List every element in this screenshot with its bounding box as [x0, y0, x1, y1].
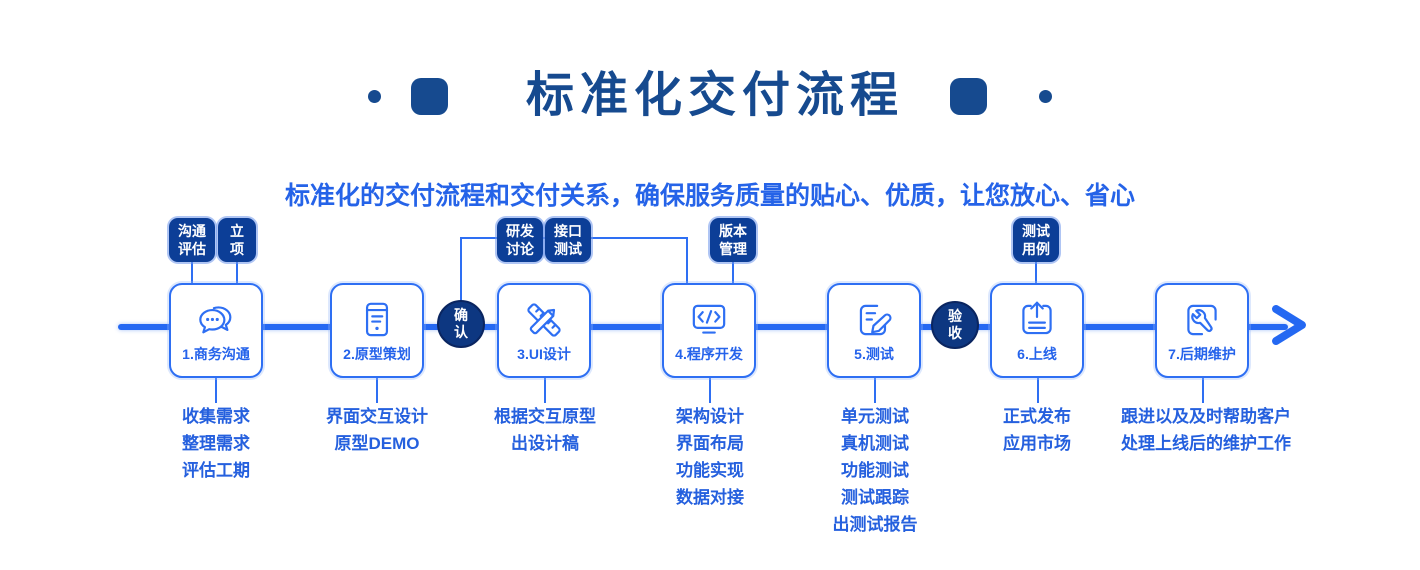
detail-line: 原型DEMO [334, 434, 420, 453]
tag-communication-evaluation: 沟通评估 [169, 218, 215, 262]
step-details-7: 跟进以及及时帮助客户 处理上线后的维护工作 [1121, 403, 1291, 457]
prototype-icon [354, 297, 400, 343]
step-box-launch: 6.上线 [990, 283, 1084, 378]
detail-line: 收集需求 [182, 407, 250, 426]
detail-line: 跟进以及及时帮助客户 [1121, 407, 1291, 426]
tag-project-initiation: 立项 [218, 218, 256, 262]
launch-icon [1014, 297, 1060, 343]
tag-interface-testing: 接口测试 [545, 218, 591, 262]
detail-line: 整理需求 [182, 434, 250, 453]
tag-rd-discussion: 研发讨论 [497, 218, 543, 262]
tag-test-cases: 测试用例 [1013, 218, 1059, 262]
step-label: 2.原型策划 [343, 346, 411, 362]
step-label: 6.上线 [1017, 346, 1057, 362]
design-icon [521, 297, 567, 343]
detail-line: 界面布局 [676, 434, 744, 453]
detail-stem [1202, 378, 1204, 403]
step-label: 7.后期维护 [1168, 346, 1236, 362]
maintenance-icon [1179, 297, 1225, 343]
detail-line: 测试跟踪 [841, 488, 909, 507]
detail-line: 功能测试 [841, 461, 909, 480]
detail-line: 评估工期 [182, 461, 250, 480]
detail-line: 应用市场 [1003, 434, 1071, 453]
deco-dot-right-icon [1039, 89, 1052, 103]
connector-line [460, 238, 462, 301]
tag-version-management: 版本管理 [710, 218, 756, 262]
detail-line: 出设计稿 [511, 434, 579, 453]
page-title: 标准化交付流程 [525, 69, 904, 122]
header: 标准化交付流程 [0, 72, 1420, 120]
arrow-right-icon [1272, 305, 1306, 345]
deco-dot-left-icon [367, 89, 381, 103]
detail-line: 根据交互原型 [494, 407, 596, 426]
step-box-program-development: 4.程序开发 [662, 283, 756, 378]
detail-stem [1037, 378, 1039, 403]
step-box-testing: 5.测试 [827, 283, 921, 378]
detail-line: 数据对接 [676, 488, 744, 507]
step-box-maintenance: 7.后期维护 [1155, 283, 1249, 378]
tag-stem [1035, 262, 1037, 283]
detail-stem [709, 378, 711, 403]
step-box-business-communication: 1.商务沟通 [169, 283, 263, 378]
detail-stem [215, 378, 217, 403]
step-details-5: 单元测试 真机测试 功能测试 测试跟踪 出测试报告 [833, 403, 918, 538]
step-label: 3.UI设计 [517, 346, 571, 362]
milestone-confirm: 确认 [437, 300, 485, 348]
detail-stem [376, 378, 378, 403]
milestone-acceptance: 验收 [931, 301, 979, 349]
deco-square-left-icon [410, 77, 448, 115]
connector-line [686, 238, 688, 283]
detail-line: 单元测试 [841, 407, 909, 426]
chat-icon [193, 297, 239, 343]
detail-line: 功能实现 [676, 461, 744, 480]
step-details-6: 正式发布 应用市场 [1003, 403, 1071, 457]
step-details-3: 根据交互原型 出设计稿 [494, 403, 596, 457]
step-label: 5.测试 [854, 346, 894, 362]
detail-stem [874, 378, 876, 403]
detail-line: 正式发布 [1003, 407, 1071, 426]
tag-stem [236, 262, 238, 283]
detail-line: 处理上线后的维护工作 [1121, 434, 1291, 453]
step-details-2: 界面交互设计 原型DEMO [326, 403, 428, 457]
page-subtitle: 标准化的交付流程和交付关系，确保服务质量的贴心、优质，让您放心、省心 [284, 182, 1135, 210]
detail-line: 架构设计 [676, 407, 744, 426]
deco-square-right-icon [950, 77, 987, 115]
detail-line: 真机测试 [841, 434, 909, 453]
step-label: 1.商务沟通 [182, 346, 250, 362]
step-box-ui-design: 3.UI设计 [497, 283, 591, 378]
detail-stem [544, 378, 546, 403]
detail-line: 出测试报告 [832, 515, 918, 534]
test-icon [851, 297, 897, 343]
step-details-4: 架构设计 界面布局 功能实现 数据对接 [676, 403, 744, 511]
step-label: 4.程序开发 [675, 346, 743, 362]
detail-line: 界面交互设计 [326, 407, 428, 426]
tag-stem [191, 262, 193, 283]
step-details-1: 收集需求 整理需求 评估工期 [182, 403, 250, 484]
step-box-prototype-planning: 2.原型策划 [330, 283, 424, 378]
code-icon [686, 297, 732, 343]
tag-stem [732, 262, 734, 283]
